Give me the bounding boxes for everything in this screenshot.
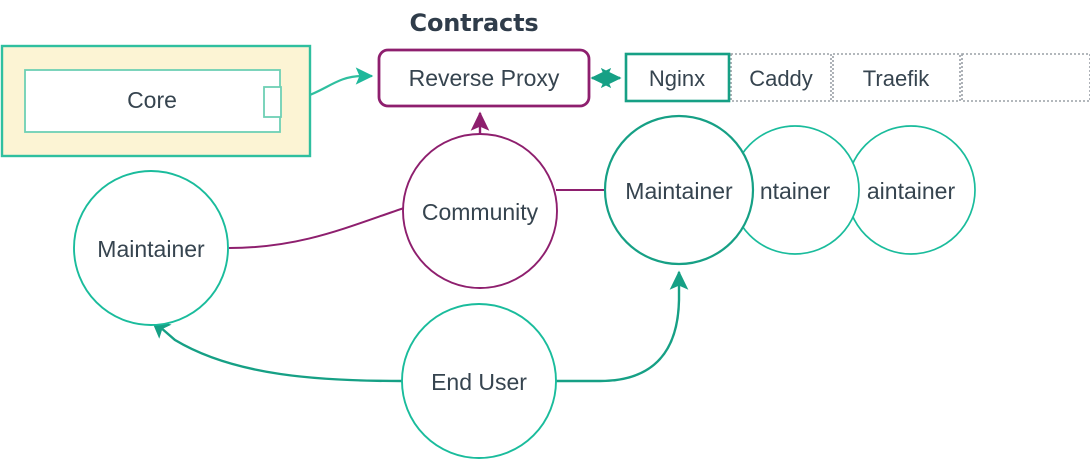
maintainer-circle-1[interactable] xyxy=(603,114,755,266)
core-label: Core xyxy=(127,87,177,113)
end-user-node[interactable]: End User xyxy=(401,303,557,459)
proxy-option-box-traefik[interactable] xyxy=(832,53,961,102)
reverse-proxy-box xyxy=(377,48,591,108)
community-label: Community xyxy=(422,199,539,225)
edge-maintainer-left-to-community xyxy=(228,207,405,249)
end-user-circle xyxy=(401,303,557,459)
maintainer-left-node[interactable]: Maintainer xyxy=(73,170,229,326)
maintainer-stack: aintainer ntainer Maintainer xyxy=(603,114,976,266)
community-circle xyxy=(402,133,558,289)
core-inner-box xyxy=(24,69,281,133)
reverse-proxy-node[interactable]: Reverse Proxy xyxy=(377,48,591,108)
end-user-label: End User xyxy=(431,369,527,395)
maintainer-stack-label-2: ntainer xyxy=(760,178,831,204)
proxy-option-box-nginx[interactable] xyxy=(624,52,731,103)
maintainer-left-label: Maintainer xyxy=(97,236,205,262)
maintainer-left-circle xyxy=(73,170,229,326)
proxy-options-row: Nginx Caddy Traefik xyxy=(624,52,1090,103)
maintainer-stack-label-1: Maintainer xyxy=(625,178,733,204)
core-port-icon xyxy=(263,86,282,118)
edge-end-user-to-maintainer-left xyxy=(150,319,403,383)
reverse-proxy-label: Reverse Proxy xyxy=(409,65,560,91)
core-container[interactable]: Core xyxy=(0,44,312,158)
edge-end-user-to-maintainer-stack xyxy=(556,270,689,383)
contracts-group-title: Contracts xyxy=(410,9,539,37)
proxy-option-box-empty[interactable] xyxy=(961,53,1090,102)
community-node[interactable]: Community xyxy=(402,133,558,289)
proxy-option-label-caddy: Caddy xyxy=(749,66,813,91)
proxy-option-box-caddy[interactable] xyxy=(730,53,832,102)
proxy-option-label-traefik: Traefik xyxy=(863,66,930,91)
maintainer-stack-label-3: aintainer xyxy=(867,178,956,204)
proxy-option-label-nginx: Nginx xyxy=(649,66,705,91)
